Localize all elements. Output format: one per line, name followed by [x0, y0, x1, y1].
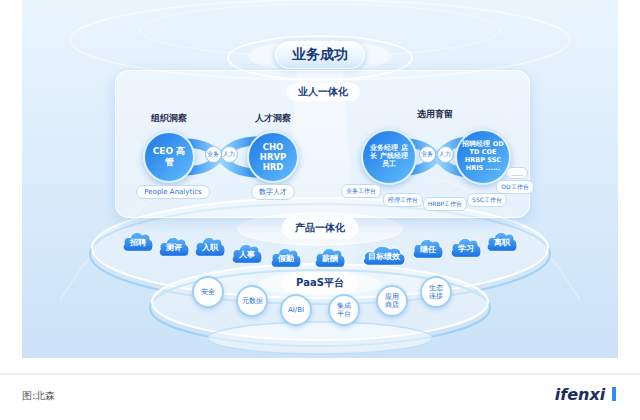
link-badge: 人力	[437, 146, 454, 163]
node-text: 业务工作台	[346, 187, 376, 194]
node-text: 业务	[207, 150, 219, 159]
node-text: 薪酬	[322, 253, 338, 264]
workbench-pill: 业务工作台	[341, 184, 381, 198]
node-text: 业务	[421, 150, 433, 159]
platform-icon: 安全	[192, 276, 224, 308]
workbench-pill: ......	[506, 167, 527, 179]
tag-pill: People Analytics	[136, 185, 209, 199]
rule-line	[0, 374, 640, 375]
platform-icon: 集成平台	[328, 294, 360, 326]
logo-text: ifenxi	[555, 385, 606, 404]
title-pill: 业务成功	[275, 41, 365, 69]
picture-ground	[22, 0, 618, 358]
module-cloud: 继任	[411, 234, 445, 261]
node-text: SSC工作台	[472, 196, 502, 203]
node-text: 离职	[494, 237, 510, 248]
node-text: 目标绩效	[368, 251, 400, 262]
module-cloud: 招聘	[121, 227, 155, 254]
node-text: AI/BI	[288, 306, 304, 314]
role-circle: 业务经理 店长 产线经理 员工	[361, 129, 417, 185]
node-text: CHO HRVP HRD	[254, 142, 292, 173]
platform-icon: 生态连接	[420, 276, 452, 308]
workbench-pill: OD工作台	[496, 180, 533, 194]
node-text: 元数据	[242, 297, 263, 305]
node-text: 人才洞察	[255, 112, 291, 125]
node-text: 业务成功	[292, 46, 348, 62]
node-text: 测评	[166, 242, 182, 253]
module-cloud: 薪酬	[313, 243, 347, 270]
platform-icon: AI/BI	[280, 294, 312, 326]
workbench-pill: SSC工作台	[467, 193, 507, 207]
node-text: 产品一体化	[295, 222, 345, 233]
node-text: 招聘经理 OD TD COE HRBP SSC HRIS ......	[462, 141, 503, 172]
node-text: 假勤	[278, 253, 294, 264]
figure-caption: 图:北森	[22, 389, 55, 403]
link-badge: 业务	[419, 146, 436, 163]
node-text: 学习	[458, 243, 474, 254]
link-badge: 人力	[221, 146, 238, 163]
logo-accent	[612, 387, 616, 401]
link-badge: 业务	[205, 146, 222, 163]
node-text: 继任	[420, 244, 436, 255]
panel-heading: 业人一体化	[286, 83, 360, 101]
node-text: CEO 高管	[150, 146, 188, 168]
node-text: 招聘	[130, 237, 146, 248]
platform-icon: 元数据	[236, 285, 268, 317]
node-text: 业务经理 店长 产线经理 员工	[368, 145, 409, 168]
role-circle: 人才洞察CHO HRVP HRD	[247, 131, 299, 183]
node-text: 应用商店	[385, 293, 400, 309]
node-text: 人事	[239, 249, 255, 260]
platform-icon: 应用商店	[376, 285, 408, 317]
node-text: HRBP工作台	[428, 200, 462, 207]
node-text: 人力	[223, 150, 235, 159]
node-text: 安全	[201, 288, 215, 296]
node-text: 人力	[439, 150, 451, 159]
layer-pill: 产品一体化	[282, 217, 358, 239]
role-circle: 招聘经理 OD TD COE HRBP SSC HRIS ......	[455, 129, 511, 185]
node-text: 组织洞察	[151, 112, 187, 125]
node-text: 入职	[202, 242, 218, 253]
module-cloud: 学习	[449, 233, 483, 260]
tag-pill: 数字人才	[251, 184, 295, 200]
workbench-pill: HRBP工作台	[423, 197, 467, 211]
node-text: 经理工作台	[388, 196, 418, 203]
role-circle: 组织洞察CEO 高管	[143, 131, 195, 183]
node-text: 生态连接	[429, 284, 444, 300]
group-heading: 选用育留	[417, 108, 453, 121]
module-cloud: 假勤	[269, 243, 303, 270]
layer-pill: PaaS平台	[283, 272, 357, 294]
infinity-stroke	[186, 141, 256, 171]
module-cloud: 测评	[157, 232, 191, 259]
node-text: 集成平台	[337, 302, 352, 318]
integration-panel: 业人一体化组织洞察CEO 高管业务人力人才洞察CHO HRVP HRDPeopl…	[115, 70, 530, 218]
node-text: 数字人才	[259, 188, 287, 196]
workbench-pill: 经理工作台	[383, 193, 423, 207]
base-platform	[208, 322, 432, 354]
node-text: PaaS平台	[296, 277, 344, 288]
module-cloud: 入职	[193, 232, 227, 259]
node-text: OD工作台	[501, 183, 528, 190]
module-cloud: 离职	[485, 227, 519, 254]
node-text: People Analytics	[144, 188, 201, 196]
module-cloud: 目标绩效	[360, 241, 408, 268]
node-text: ......	[511, 170, 522, 177]
module-cloud: 人事	[230, 239, 264, 266]
